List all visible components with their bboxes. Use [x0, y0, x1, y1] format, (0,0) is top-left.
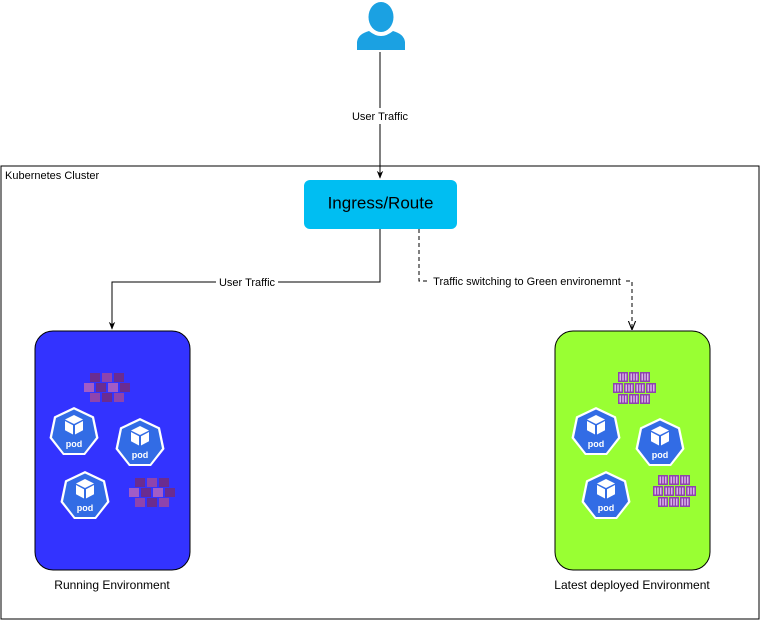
user-icon	[357, 2, 405, 50]
pod-label: pod	[77, 503, 94, 513]
cluster-label: Kubernetes Cluster	[5, 170, 99, 182]
pod-icon: pod	[581, 471, 631, 519]
edge-label-user-traffic: User Traffic	[352, 111, 409, 123]
edge-ingress-to-latest	[418, 229, 632, 329]
latest-environment[interactable]: pod pod pod	[554, 330, 711, 571]
pod-icon: pod	[49, 407, 99, 455]
edge-label-user-traffic-running: User Traffic	[219, 277, 276, 289]
pod-icon: pod	[115, 418, 165, 466]
running-environment[interactable]: pod pod pod	[34, 330, 191, 571]
latest-environment-label: Latest deployed Environment	[554, 578, 710, 592]
ingress-route-label: Ingress/Route	[328, 193, 434, 212]
running-environment-box[interactable]	[34, 330, 191, 571]
pod-label: pod	[652, 450, 669, 460]
pod-icon: pod	[571, 407, 621, 455]
pod-icon: pod	[635, 418, 685, 466]
pod-label: pod	[588, 439, 605, 449]
ingress-route-node[interactable]	[304, 180, 457, 229]
pod-icon: pod	[60, 471, 110, 519]
pod-label: pod	[66, 439, 83, 449]
pod-label: pod	[132, 450, 149, 460]
latest-environment-box[interactable]	[554, 330, 711, 571]
running-environment-label: Running Environment	[54, 578, 170, 592]
pod-label: pod	[598, 503, 615, 513]
edge-label-traffic-switching: Traffic switching to Green environemnt	[433, 276, 621, 288]
